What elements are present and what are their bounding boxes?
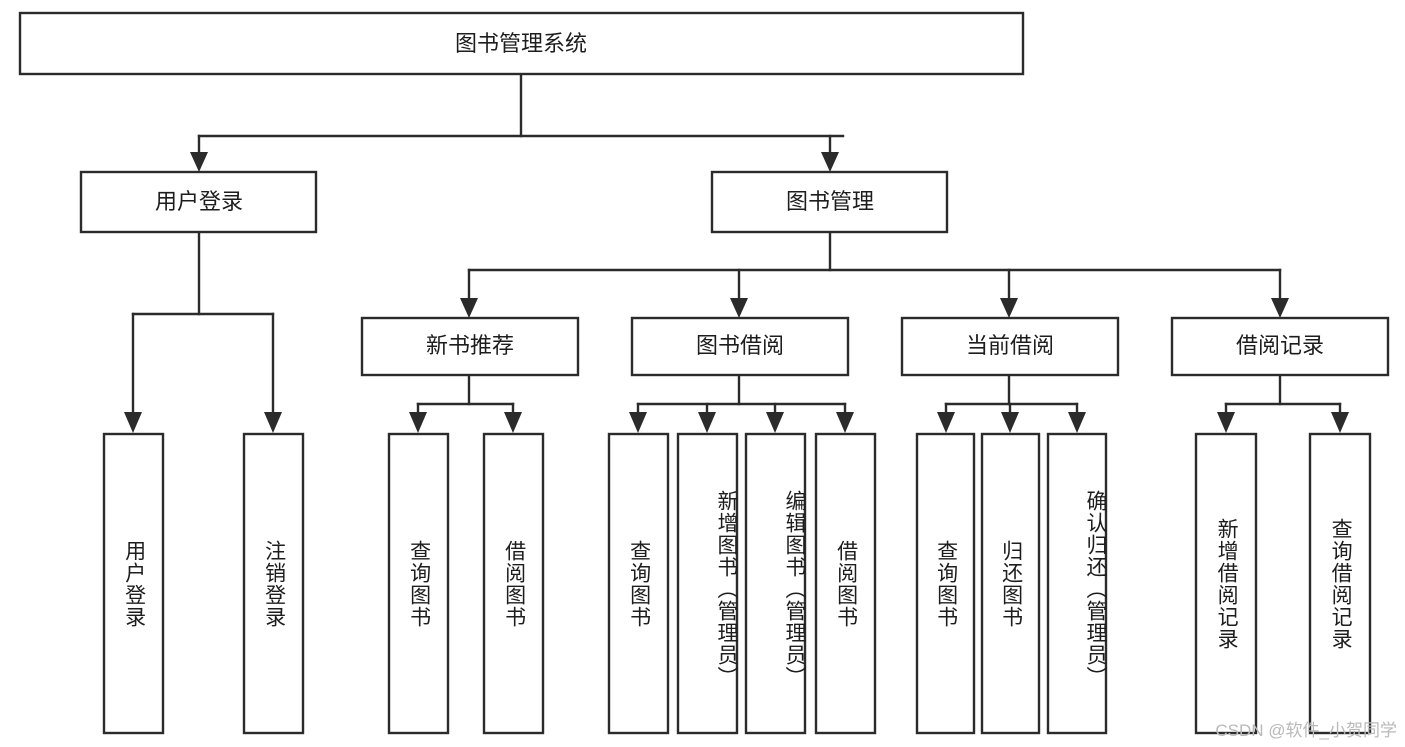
leaf-rect-borrow-edit[interactable] (744, 432, 807, 735)
leaf-rect-user-logout[interactable] (242, 432, 305, 735)
node-book-management-label: 图书管理 (786, 189, 874, 214)
node-root-rect[interactable] (18, 11, 1025, 76)
edges-userlogin-to-leaves (124, 230, 282, 433)
node-new-book-recommend-rect[interactable] (360, 316, 580, 377)
node-book-borrow[interactable]: 图书借阅 (630, 316, 850, 377)
node-user-login-label: 用户登录 (155, 189, 243, 214)
leaf-rect-record-add[interactable] (1194, 432, 1258, 735)
arrowhead-bookborrow-leaf1 (629, 412, 647, 433)
leaf-rect-user-login[interactable] (102, 432, 165, 735)
arrowhead-borrow-record (1271, 298, 1289, 318)
node-book-borrow-rect[interactable] (630, 316, 850, 377)
node-current-borrow[interactable]: 当前借阅 (900, 316, 1120, 377)
arrowhead-bookborrow-leaf2 (698, 412, 716, 433)
edges-newbook-to-leaves (409, 373, 522, 433)
edges-borrowrecord-to-leaves (1217, 373, 1349, 433)
leaf-rect-newbook-query[interactable] (387, 432, 450, 735)
node-borrow-record-rect[interactable] (1170, 316, 1390, 377)
node-root-label: 图书管理系统 (455, 31, 587, 56)
leaf-rect-borrow-lend[interactable] (814, 432, 877, 735)
leaf-rect-current-confirm[interactable] (1046, 432, 1108, 735)
arrowhead-book-mgmt (821, 152, 839, 172)
leaf-rect-borrow-add[interactable] (676, 432, 739, 735)
arrowhead-new-book (460, 298, 478, 318)
node-book-management[interactable]: 图书管理 (710, 170, 949, 234)
edges-root-to-level2 (190, 72, 845, 172)
arrowhead-newbook-leaf1 (409, 412, 427, 433)
node-book-management-rect[interactable] (710, 170, 949, 234)
node-user-login-rect[interactable] (79, 170, 318, 234)
arrowhead-userlogin-leaf1 (124, 412, 142, 433)
edges-bookborrow-to-leaves (629, 373, 854, 433)
arrowhead-user-login (190, 152, 208, 172)
arrowhead-userlogin-leaf2 (264, 412, 282, 433)
arrowhead-current-borrow (1000, 298, 1018, 318)
arrowhead-currentborrow-leaf2 (1001, 412, 1019, 433)
leaf-rect-borrow-query[interactable] (607, 432, 670, 735)
arrowhead-newbook-leaf2 (504, 412, 522, 433)
arrowhead-bookborrow-leaf3 (766, 412, 784, 433)
node-borrow-record[interactable]: 借阅记录 (1170, 316, 1390, 377)
leaf-rect-current-return[interactable] (980, 432, 1041, 735)
edges-bookmgmt-to-level3 (460, 230, 1289, 318)
arrowhead-currentborrow-leaf1 (937, 412, 955, 433)
node-current-borrow-label: 当前借阅 (966, 333, 1054, 358)
watermark-csdn: CSDN @软件_小贺同学 (1215, 721, 1397, 740)
leaf-rect-current-query[interactable] (915, 432, 976, 735)
node-user-login[interactable]: 用户登录 (79, 170, 318, 234)
edges-currentborrow-to-leaves (937, 373, 1086, 433)
node-new-book-recommend-label: 新书推荐 (426, 333, 514, 358)
node-book-borrow-label: 图书借阅 (696, 333, 784, 358)
node-borrow-record-label: 借阅记录 (1236, 333, 1324, 358)
arrowhead-currentborrow-leaf3 (1068, 412, 1086, 433)
arrowhead-borrowrecord-leaf1 (1217, 412, 1235, 433)
node-new-book-recommend[interactable]: 新书推荐 (360, 316, 580, 377)
node-current-borrow-rect[interactable] (900, 316, 1120, 377)
arrowhead-bookborrow-leaf4 (836, 412, 854, 433)
arrowhead-borrowrecord-leaf2 (1331, 412, 1349, 433)
leaf-rect-newbook-borrow[interactable] (482, 432, 545, 735)
node-root[interactable]: 图书管理系统 (18, 11, 1025, 76)
arrowhead-book-borrow (730, 298, 748, 318)
leaf-boxes (102, 432, 1372, 735)
leaf-rect-record-query[interactable] (1308, 432, 1372, 735)
